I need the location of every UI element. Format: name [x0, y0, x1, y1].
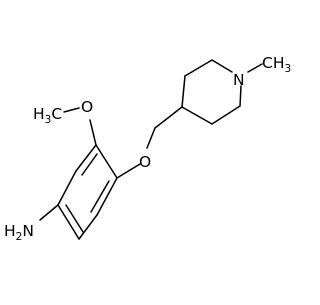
amine-group: H2N [4, 204, 59, 243]
piperidine-nitrogen-label: N [233, 71, 245, 89]
amine-label: H2N [4, 222, 34, 243]
methoxy-oxygen-label: O [81, 98, 93, 116]
n-methyl-label: CH3 [262, 54, 291, 75]
bond-ring-to-amine [39, 204, 59, 221]
bond-pip-4 [239, 85, 242, 107]
methyl-label-top-left: H3C [33, 105, 62, 126]
double-bond-ring-c [81, 153, 98, 176]
double-bond-ring-a [90, 180, 110, 213]
bond-pip-6 [181, 106, 213, 125]
bond-ring-5 [57, 170, 77, 206]
bond-ring-to-methoxy-o [89, 119, 97, 146]
bond-pip-3 [211, 59, 233, 73]
bond-ring-2 [96, 177, 118, 216]
bond-ring-to-linker-o [116, 163, 141, 179]
bond-ring-4 [57, 204, 80, 240]
bond-pip-2 [184, 59, 213, 77]
double-bond-ring-b [65, 204, 84, 233]
n-methyl-group: CH3 [247, 54, 291, 75]
molecule-svg: H3C O O N CH3 [4, 54, 291, 243]
methoxy-group: H3C O [33, 98, 97, 146]
piperidine-ring: N [181, 59, 245, 125]
linker-oxygen-label: O [139, 153, 151, 171]
bond-ch2-to-piperidine [154, 106, 183, 129]
bond-methoxy-o-to-ch3 [63, 107, 80, 113]
bond-pip-1 [181, 75, 186, 108]
bond-pip-5 [211, 105, 241, 125]
benzene-ring [57, 144, 118, 240]
bond-n-to-ch3 [247, 63, 263, 73]
bond-ring-6 [75, 144, 97, 172]
bond-o-to-ch2 [146, 127, 156, 149]
linker-group: O [116, 106, 183, 179]
molecule-diagram: H3C O O N CH3 [4, 54, 291, 243]
bond-ring-3 [78, 214, 98, 240]
bond-ring-1 [95, 144, 118, 179]
